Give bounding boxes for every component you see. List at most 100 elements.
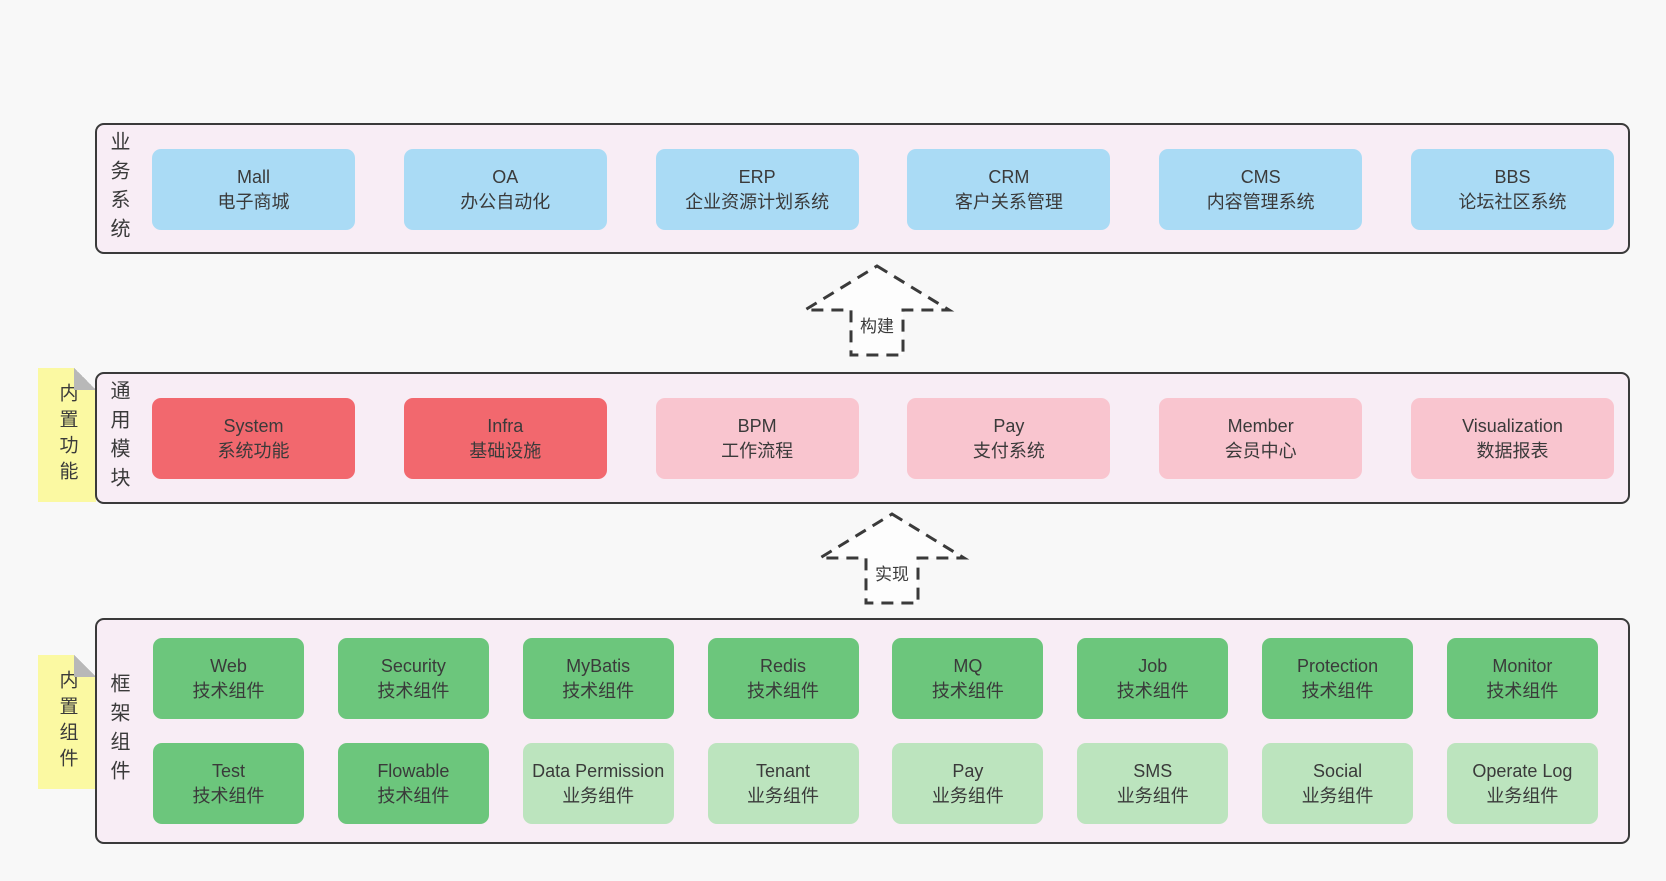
box-mall: Mall 电子商城 bbox=[152, 149, 355, 230]
box-crm: CRM 客户关系管理 bbox=[907, 149, 1111, 230]
band-label-framework-components: 框架组件 bbox=[107, 673, 129, 789]
box-subtitle: 业务组件 bbox=[747, 785, 820, 806]
arrow-build-label: 构建 bbox=[860, 317, 894, 336]
box-subtitle: 支付系统 bbox=[972, 440, 1045, 461]
band-business-systems: 业务系统 Mall 电子商城 OA 办公自动化 ERP 企业资源计划系统 CRM… bbox=[95, 123, 1630, 254]
box-bpm: BPM 工作流程 bbox=[655, 398, 859, 479]
box-title: Data Permission bbox=[532, 761, 665, 782]
box-monitor: Monitor 技术组件 bbox=[1446, 638, 1598, 719]
box-subtitle: 技术组件 bbox=[1486, 680, 1559, 701]
box-subtitle: 技术组件 bbox=[192, 785, 265, 806]
sticky-note-built-in-features: 内置功能 bbox=[38, 368, 96, 502]
business-box-row: Mall 电子商城 OA 办公自动化 ERP 企业资源计划系统 CRM 客户关系… bbox=[152, 149, 1614, 230]
box-web: Web 技术组件 bbox=[153, 638, 304, 719]
box-subtitle: 基础设施 bbox=[469, 440, 542, 461]
box-title: MyBatis bbox=[566, 656, 631, 677]
box-test: Test 技术组件 bbox=[153, 743, 304, 824]
box-title: Operate Log bbox=[1472, 761, 1573, 782]
box-title: System bbox=[223, 416, 284, 437]
box-subtitle: 技术组件 bbox=[1116, 680, 1189, 701]
box-subtitle: 办公自动化 bbox=[460, 191, 551, 212]
box-subtitle: 系统功能 bbox=[217, 440, 290, 461]
box-subtitle: 技术组件 bbox=[562, 680, 635, 701]
box-subtitle: 技术组件 bbox=[1301, 680, 1374, 701]
box-security: Security 技术组件 bbox=[337, 638, 489, 719]
module-box-row: System 系统功能 Infra 基础设施 BPM 工作流程 Pay 支付系统… bbox=[152, 398, 1614, 479]
box-job: Job 技术组件 bbox=[1077, 638, 1229, 719]
box-subtitle: 业务组件 bbox=[1301, 785, 1374, 806]
box-title: Test bbox=[211, 761, 245, 782]
box-mybatis: MyBatis 技术组件 bbox=[522, 638, 674, 719]
framework-box-row-2: Test 技术组件 Flowable 技术组件 Data Permission … bbox=[153, 743, 1598, 824]
framework-box-row-1: Web 技术组件 Security 技术组件 MyBatis 技术组件 Redi… bbox=[153, 638, 1598, 719]
box-subtitle: 技术组件 bbox=[377, 785, 450, 806]
box-subtitle: 企业资源计划系统 bbox=[685, 191, 830, 212]
sticky-note-built-in-components: 内置组件 bbox=[38, 655, 96, 789]
box-sms: SMS 业务组件 bbox=[1077, 743, 1229, 824]
box-pay-business: Pay 业务组件 bbox=[892, 743, 1044, 824]
band-framework-components: 框架组件 Web 技术组件 Security 技术组件 MyBatis 技术组件… bbox=[95, 618, 1630, 844]
box-flowable: Flowable 技术组件 bbox=[337, 743, 489, 824]
arrow-implement: 实现 bbox=[814, 512, 970, 605]
box-subtitle: 电子商城 bbox=[217, 191, 290, 212]
box-tenant: Tenant 业务组件 bbox=[707, 743, 859, 824]
box-oa: OA 办公自动化 bbox=[403, 149, 607, 230]
box-protection: Protection 技术组件 bbox=[1262, 638, 1414, 719]
box-title: CRM bbox=[988, 167, 1030, 188]
box-member: Member 会员中心 bbox=[1159, 398, 1363, 479]
box-cms: CMS 内容管理系统 bbox=[1159, 149, 1363, 230]
box-title: OA bbox=[492, 167, 519, 188]
box-title: BPM bbox=[737, 416, 777, 437]
box-subtitle: 技术组件 bbox=[931, 680, 1004, 701]
box-title: Job bbox=[1138, 656, 1168, 677]
box-title: Pay bbox=[952, 761, 984, 782]
box-title: Mall bbox=[236, 167, 270, 188]
box-title: Web bbox=[210, 656, 247, 677]
folded-corner-icon bbox=[74, 368, 96, 390]
box-title: Social bbox=[1313, 761, 1363, 782]
arrow-build: 构建 bbox=[799, 264, 955, 357]
box-title: Redis bbox=[760, 656, 807, 677]
sticky-note-text: 内置组件 bbox=[56, 670, 78, 774]
box-data-permission: Data Permission 业务组件 bbox=[522, 743, 674, 824]
box-title: MQ bbox=[953, 656, 983, 677]
box-title: Visualization bbox=[1462, 416, 1563, 437]
box-operate-log: Operate Log 业务组件 bbox=[1446, 743, 1598, 824]
box-title: Tenant bbox=[756, 761, 811, 782]
box-title: Security bbox=[380, 656, 446, 677]
sticky-note-text: 内置功能 bbox=[56, 383, 78, 487]
box-subtitle: 技术组件 bbox=[747, 680, 820, 701]
box-title: Flowable bbox=[377, 761, 450, 782]
box-erp: ERP 企业资源计划系统 bbox=[655, 149, 859, 230]
box-subtitle: 业务组件 bbox=[1116, 785, 1189, 806]
band-label-business-systems: 业务系统 bbox=[107, 130, 129, 247]
box-subtitle: 业务组件 bbox=[562, 785, 635, 806]
up-arrow-icon bbox=[814, 512, 970, 605]
box-subtitle: 业务组件 bbox=[931, 785, 1004, 806]
box-bbs: BBS 论坛社区系统 bbox=[1410, 149, 1614, 230]
box-title: Member bbox=[1227, 416, 1294, 437]
box-subtitle: 业务组件 bbox=[1486, 785, 1559, 806]
box-visualization: Visualization 数据报表 bbox=[1410, 398, 1614, 479]
band-common-modules: 通用模块 System 系统功能 Infra 基础设施 BPM 工作流程 Pay… bbox=[95, 372, 1630, 504]
box-infra: Infra 基础设施 bbox=[403, 398, 607, 479]
box-subtitle: 论坛社区系统 bbox=[1458, 191, 1567, 212]
box-title: Monitor bbox=[1492, 656, 1553, 677]
box-pay: Pay 支付系统 bbox=[907, 398, 1111, 479]
box-system: System 系统功能 bbox=[152, 398, 355, 479]
box-redis: Redis 技术组件 bbox=[707, 638, 859, 719]
up-arrow-icon bbox=[799, 264, 955, 357]
box-subtitle: 数据报表 bbox=[1476, 440, 1549, 461]
arrow-implement-label: 实现 bbox=[875, 565, 909, 584]
box-subtitle: 工作流程 bbox=[721, 440, 794, 461]
box-subtitle: 技术组件 bbox=[377, 680, 450, 701]
box-subtitle: 技术组件 bbox=[192, 680, 265, 701]
box-title: Protection bbox=[1297, 656, 1379, 677]
box-title: SMS bbox=[1133, 761, 1173, 782]
box-title: ERP bbox=[738, 167, 776, 188]
box-title: Infra bbox=[487, 416, 524, 437]
box-title: CMS bbox=[1240, 167, 1281, 188]
box-subtitle: 会员中心 bbox=[1224, 440, 1297, 461]
box-mq: MQ 技术组件 bbox=[892, 638, 1044, 719]
box-title: Pay bbox=[993, 416, 1025, 437]
